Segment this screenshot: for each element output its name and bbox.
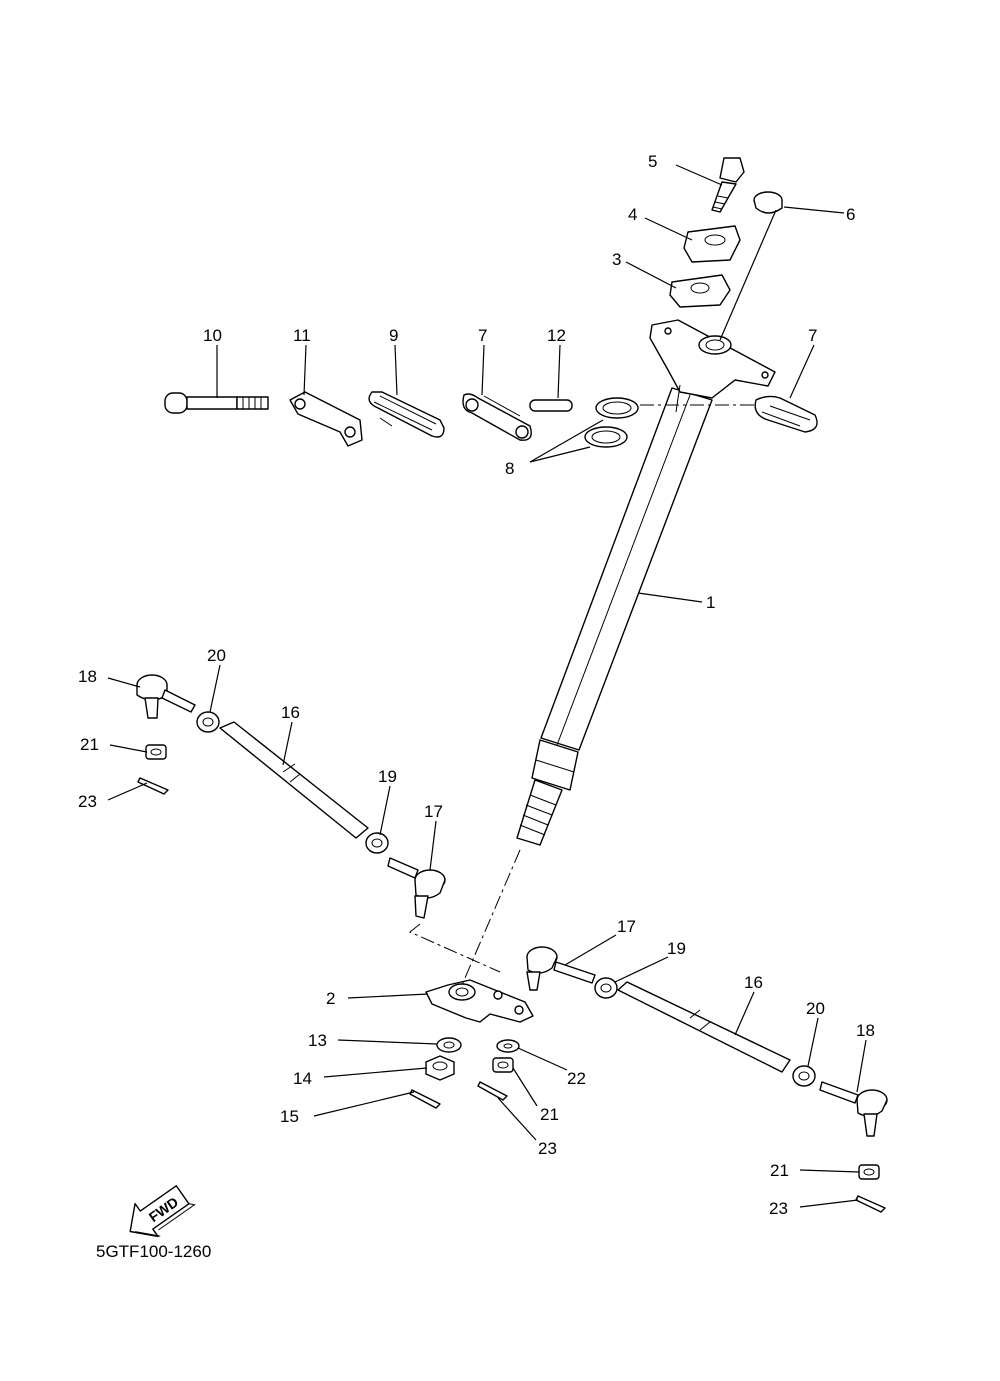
label-19-right: 19 bbox=[667, 939, 686, 958]
label-6: 6 bbox=[846, 205, 855, 224]
bushings-8 bbox=[584, 397, 639, 448]
nut-21-right bbox=[858, 1164, 880, 1180]
label-15: 15 bbox=[280, 1107, 299, 1126]
label-14: 14 bbox=[293, 1069, 312, 1088]
steering-shaft bbox=[516, 319, 776, 846]
label-5: 5 bbox=[648, 152, 657, 171]
label-9: 9 bbox=[389, 326, 398, 345]
label-10: 10 bbox=[203, 326, 222, 345]
nut-19-left bbox=[365, 832, 389, 854]
label-17-left: 17 bbox=[424, 802, 443, 821]
tie-rod-end-18-left bbox=[136, 674, 196, 719]
label-12: 12 bbox=[547, 326, 566, 345]
nut-20-right bbox=[792, 1065, 816, 1087]
washer-13 bbox=[436, 1037, 462, 1053]
label-20-right: 20 bbox=[806, 999, 825, 1018]
label-22: 22 bbox=[567, 1069, 586, 1088]
nut-19-right bbox=[594, 977, 618, 999]
cotter-23-center bbox=[477, 1081, 508, 1101]
nut-20-left bbox=[196, 711, 220, 733]
label-4: 4 bbox=[628, 205, 637, 224]
pin-12 bbox=[529, 399, 573, 412]
nut-14 bbox=[425, 1055, 455, 1081]
label-18-left: 18 bbox=[78, 667, 97, 686]
label-18-right: 18 bbox=[856, 1021, 875, 1040]
tie-rod-16-right bbox=[617, 981, 791, 1073]
nut-21-center bbox=[492, 1057, 514, 1073]
label-20-left: 20 bbox=[207, 646, 226, 665]
diagram-code: 5GTF100-1260 bbox=[96, 1242, 211, 1261]
label-16-right: 16 bbox=[744, 973, 763, 992]
cap bbox=[753, 191, 783, 214]
label-23-center: 23 bbox=[538, 1139, 557, 1158]
leader-lines bbox=[107, 164, 867, 1208]
label-16-left: 16 bbox=[281, 703, 300, 722]
label-8: 8 bbox=[505, 459, 514, 478]
washer-22 bbox=[496, 1039, 520, 1053]
tie-rod-end-17-right bbox=[526, 946, 596, 991]
label-7-right: 7 bbox=[808, 326, 817, 345]
lower-holder bbox=[669, 274, 731, 308]
label-1: 1 bbox=[706, 593, 715, 612]
flange-bolt bbox=[711, 157, 745, 213]
label-23-right: 23 bbox=[769, 1199, 788, 1218]
tie-rod-16-left bbox=[219, 721, 369, 839]
forward-arrow: FWD bbox=[129, 1185, 196, 1238]
label-2: 2 bbox=[326, 989, 335, 1008]
label-11: 11 bbox=[293, 326, 311, 345]
label-3: 3 bbox=[612, 250, 621, 269]
upper-holder bbox=[683, 225, 741, 263]
label-21-center: 21 bbox=[540, 1105, 559, 1124]
label-13: 13 bbox=[308, 1031, 327, 1050]
label-21-right: 21 bbox=[770, 1161, 789, 1180]
part-labels: 1 2 3 4 5 6 7 7 8 9 10 11 12 13 14 15 16… bbox=[78, 152, 875, 1218]
label-17-right: 17 bbox=[617, 917, 636, 936]
cotter-23-right bbox=[855, 1195, 886, 1213]
label-7-left: 7 bbox=[478, 326, 487, 345]
lock-plate-11 bbox=[289, 391, 363, 447]
holder-7-left bbox=[462, 393, 532, 441]
cotter-23-left bbox=[137, 777, 169, 795]
label-23-left: 23 bbox=[78, 792, 97, 811]
pitman-arm-2 bbox=[425, 979, 534, 1023]
holder-7-right bbox=[754, 395, 818, 433]
label-19-left: 19 bbox=[378, 767, 397, 786]
clip-9 bbox=[368, 391, 445, 438]
tie-rod-end-17-left bbox=[387, 857, 446, 919]
nut-21-left bbox=[145, 744, 167, 760]
cotter-15 bbox=[409, 1089, 441, 1109]
label-21-left: 21 bbox=[80, 735, 99, 754]
bolt-10 bbox=[164, 392, 269, 414]
tie-rod-end-18-right bbox=[819, 1081, 888, 1137]
